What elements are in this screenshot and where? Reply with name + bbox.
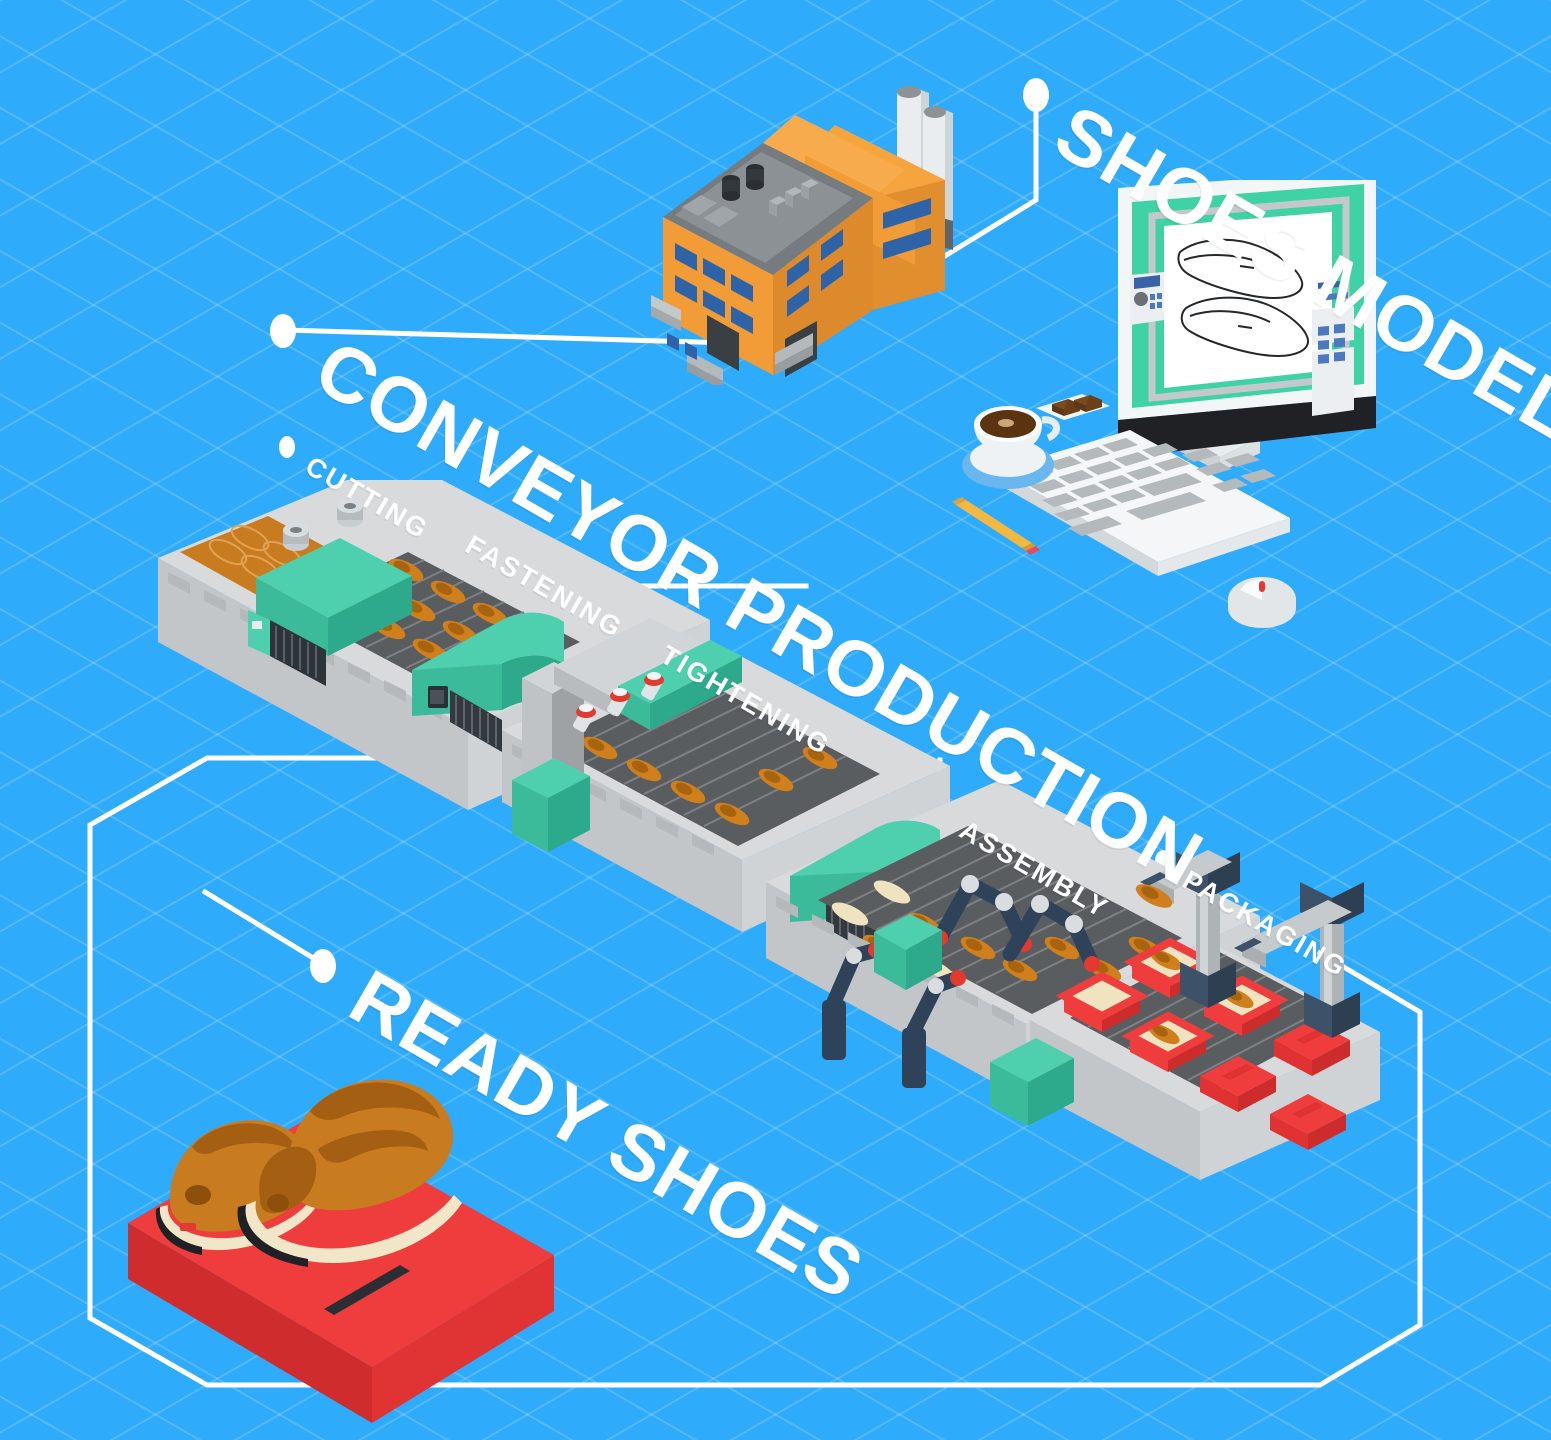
shoe-production-conveyor: [158, 480, 1380, 1180]
factory-rear-roof-2: [763, 115, 905, 198]
conveyor-base-plinths: [874, 914, 1074, 1126]
cutting-machine: [248, 499, 412, 686]
coffee-cup: [962, 406, 1060, 489]
factory-garage-door-1: [707, 315, 739, 371]
monitor-base-bar: [1118, 396, 1376, 458]
assembly-robot-arms: [822, 875, 1100, 1088]
conveyor-segment-cutting: [158, 480, 710, 810]
computer-monitor[interactable]: [1118, 180, 1376, 472]
cad-tool-panel-right: [1312, 280, 1354, 416]
factory-windows-left: [675, 243, 753, 334]
shoe-boxes-on-belt: [1055, 937, 1350, 1150]
factory-windows-hall: [883, 198, 931, 259]
shoe-factory-building: [651, 86, 953, 385]
shoe-modeling-workstation: [952, 180, 1376, 628]
cad-shoe-wireframe: [1177, 238, 1310, 358]
factory-windows-right: [787, 229, 843, 317]
packaging-gantry-robots: [1132, 850, 1364, 1038]
tightening-tool-heads: [573, 672, 664, 733]
finished-shoes-on-box: [128, 1079, 554, 1423]
tightening-gantry: [512, 618, 742, 852]
conveyor-segment-tightening: [502, 618, 950, 932]
pencil: [952, 497, 1040, 555]
cad-tool-panel-left: [1130, 272, 1164, 325]
shoe-right: [237, 1079, 462, 1267]
chocolate-pieces: [1036, 394, 1110, 420]
computer-mouse[interactable]: [1228, 577, 1296, 628]
conveyor-segment-packaging: [1030, 850, 1380, 1180]
roof-equipment: [682, 164, 819, 238]
